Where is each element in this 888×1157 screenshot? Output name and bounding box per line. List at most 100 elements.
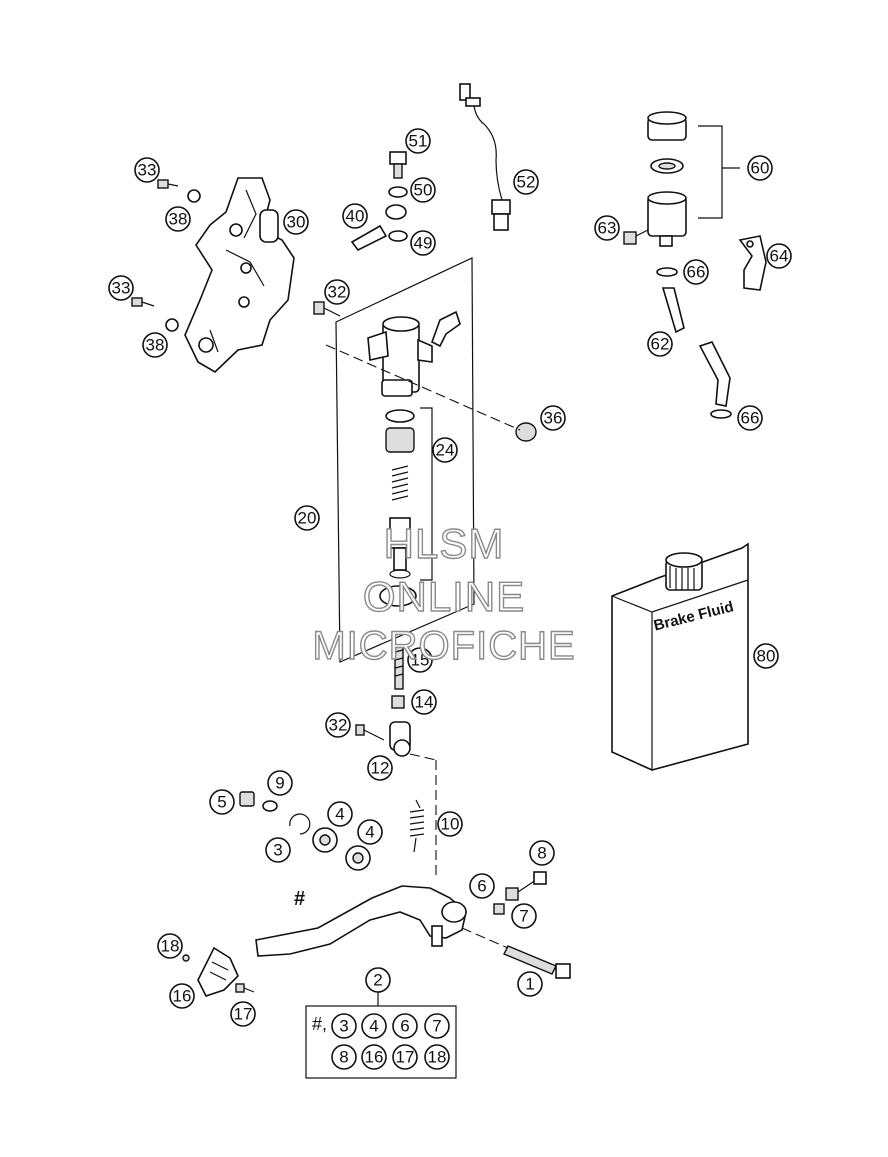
callout-63: 63 xyxy=(594,215,620,241)
svg-text:52: 52 xyxy=(517,173,536,192)
watermark-line-2: ONLINE xyxy=(362,572,526,620)
kit-item-3: 3 xyxy=(331,1013,357,1039)
clevis xyxy=(389,721,411,757)
svg-text:8: 8 xyxy=(537,844,546,863)
svg-text:7: 7 xyxy=(432,1017,441,1036)
svg-text:38: 38 xyxy=(146,336,165,355)
hose-clamp-lower xyxy=(710,409,732,419)
kit-item-18: 18 xyxy=(424,1044,450,1070)
callout-10: 10 xyxy=(437,811,463,837)
pivot-nut xyxy=(239,791,255,807)
callout-33b: 33 xyxy=(108,275,134,301)
svg-text:17: 17 xyxy=(396,1048,415,1067)
svg-text:50: 50 xyxy=(414,181,433,200)
svg-text:16: 16 xyxy=(173,987,192,1006)
callout-64: 64 xyxy=(766,243,792,269)
svg-text:33: 33 xyxy=(138,161,157,180)
callout-30: 30 xyxy=(283,209,309,235)
callout-66b: 66 xyxy=(737,405,763,431)
pivot-bearing-1 xyxy=(312,827,338,853)
svg-text:33: 33 xyxy=(112,279,131,298)
svg-text:17: 17 xyxy=(234,1005,253,1024)
callout-38a: 38 xyxy=(165,206,191,232)
adjuster-bolt xyxy=(493,871,547,915)
kit-hash-prefix: #, xyxy=(312,1014,328,1034)
callout-60: 60 xyxy=(747,155,773,181)
piston-kit xyxy=(379,407,433,607)
callout-80: 80 xyxy=(753,643,779,669)
callout-16: 16 xyxy=(169,983,195,1009)
callout-51: 51 xyxy=(405,128,431,154)
callout-33a: 33 xyxy=(134,157,160,183)
svg-text:6: 6 xyxy=(477,877,486,896)
callout-24: 24 xyxy=(432,437,458,463)
rubber-grommet xyxy=(515,422,537,442)
callout-20: 20 xyxy=(294,505,320,531)
callout-4b: 4 xyxy=(357,819,383,845)
callout-14: 14 xyxy=(411,689,437,715)
callout-32b: 32 xyxy=(325,712,351,738)
callout-49: 49 xyxy=(410,230,436,256)
callout-17: 17 xyxy=(230,1001,256,1027)
svg-text:49: 49 xyxy=(414,234,433,253)
svg-text:3: 3 xyxy=(273,841,282,860)
brake-pedal xyxy=(255,885,467,957)
svg-text:3: 3 xyxy=(339,1017,348,1036)
callout-50: 50 xyxy=(410,177,436,203)
svg-text:66: 66 xyxy=(741,409,760,428)
callout-6: 6 xyxy=(469,873,495,899)
svg-text:5: 5 xyxy=(217,793,226,812)
pivot-washer xyxy=(262,800,278,812)
watermark-line-3: MICROFICHE xyxy=(312,623,576,668)
return-spring xyxy=(409,799,425,853)
svg-text:80: 80 xyxy=(757,647,776,666)
kit-item-6: 6 xyxy=(392,1013,418,1039)
reservoir-cap xyxy=(647,111,687,141)
circlip xyxy=(289,813,311,835)
pivot-bearing-2 xyxy=(345,845,371,871)
callout-8: 8 xyxy=(529,840,555,866)
mounting-bolt-upper xyxy=(313,301,341,317)
callout-3: 3 xyxy=(265,837,291,863)
callout-40: 40 xyxy=(342,203,368,229)
svg-text:9: 9 xyxy=(275,774,284,793)
svg-text:4: 4 xyxy=(369,1017,378,1036)
watermark-line-1: HLSM xyxy=(383,519,505,567)
pivot-bolt xyxy=(503,945,571,979)
callout-12: 12 xyxy=(367,755,393,781)
kit-item-4: 4 xyxy=(361,1013,387,1039)
svg-text:32: 32 xyxy=(329,716,348,735)
hose-clamp-upper xyxy=(656,267,678,277)
callout-7: 7 xyxy=(511,903,537,929)
callout-5: 5 xyxy=(209,789,235,815)
svg-text:10: 10 xyxy=(441,815,460,834)
step-pin xyxy=(182,954,190,962)
reservoir-screw xyxy=(623,229,649,245)
svg-text:1: 1 xyxy=(525,975,534,994)
callout-1: 1 xyxy=(517,971,543,997)
svg-text:15: 15 xyxy=(411,651,430,670)
callout-66a: 66 xyxy=(683,259,709,285)
callout-15: 15 xyxy=(407,647,433,673)
svg-text:32: 32 xyxy=(328,283,347,302)
svg-text:40: 40 xyxy=(346,207,365,226)
brake-fluid-container xyxy=(611,542,749,771)
svg-text:20: 20 xyxy=(298,509,317,528)
svg-text:51: 51 xyxy=(409,132,428,151)
step-screw xyxy=(235,983,255,993)
svg-text:60: 60 xyxy=(751,159,770,178)
kit-item-7: 7 xyxy=(424,1013,450,1039)
callout-38b: 38 xyxy=(142,332,168,358)
brake-light-switch-wire xyxy=(459,83,511,231)
svg-text:63: 63 xyxy=(598,219,617,238)
reservoir-body xyxy=(647,191,687,247)
mounting-bolt-lower xyxy=(355,724,385,741)
banjo-bolt xyxy=(350,151,408,252)
svg-text:16: 16 xyxy=(365,1048,384,1067)
kit-item-16: 16 xyxy=(361,1044,387,1070)
master-cylinder-body xyxy=(367,310,461,397)
svg-text:36: 36 xyxy=(544,409,563,428)
callout-2-kit: 2 xyxy=(365,967,391,993)
callout-32a: 32 xyxy=(324,279,350,305)
